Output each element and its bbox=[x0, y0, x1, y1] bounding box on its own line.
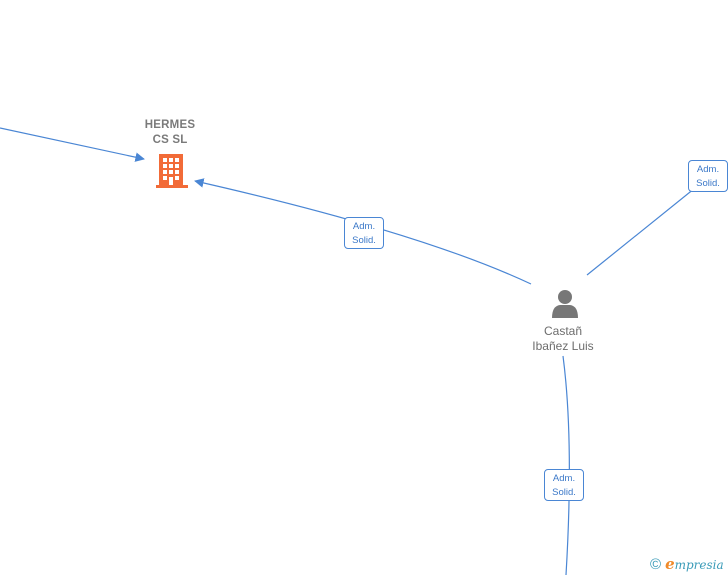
company-name-line1: HERMES bbox=[144, 119, 196, 131]
brand-logo: empresia bbox=[665, 555, 724, 574]
person-icon[interactable] bbox=[552, 290, 578, 318]
edge-label-person-company[interactable]: Adm. Solid. bbox=[344, 217, 384, 249]
edge-person-to-upper-right bbox=[586, 183, 701, 276]
person-name-line1: Castañ bbox=[543, 324, 583, 338]
company-name-line2: CS SL bbox=[152, 134, 188, 146]
edge-label-downward[interactable]: Adm. Solid. bbox=[544, 469, 584, 501]
company-name[interactable]: HERMES CS SL bbox=[130, 118, 210, 148]
edge-label-line2: Solid. bbox=[696, 178, 720, 189]
edge-label-upper-right[interactable]: Adm. Solid. bbox=[688, 160, 728, 192]
edge-label-line2: Solid. bbox=[352, 235, 376, 246]
edge-label-line2: Solid. bbox=[552, 487, 576, 498]
edge-label-line1: Adm. bbox=[552, 473, 576, 484]
person-name-line2: Ibañez Luis bbox=[532, 339, 594, 353]
edge-person-downward bbox=[562, 355, 570, 575]
brand-logo-name: mpresia bbox=[674, 557, 724, 572]
person-name[interactable]: Castañ Ibañez Luis bbox=[520, 324, 606, 354]
edge-incoming-left bbox=[0, 127, 145, 162]
edge-label-line1: Adm. bbox=[352, 221, 376, 232]
brand-logo-e: e bbox=[665, 554, 675, 573]
copyright-icon: © bbox=[650, 555, 662, 573]
building-icon[interactable] bbox=[156, 154, 188, 188]
edge-person-to-company bbox=[194, 178, 532, 285]
edge-label-line1: Adm. bbox=[696, 164, 720, 175]
brand-watermark: © empresia bbox=[650, 555, 724, 573]
